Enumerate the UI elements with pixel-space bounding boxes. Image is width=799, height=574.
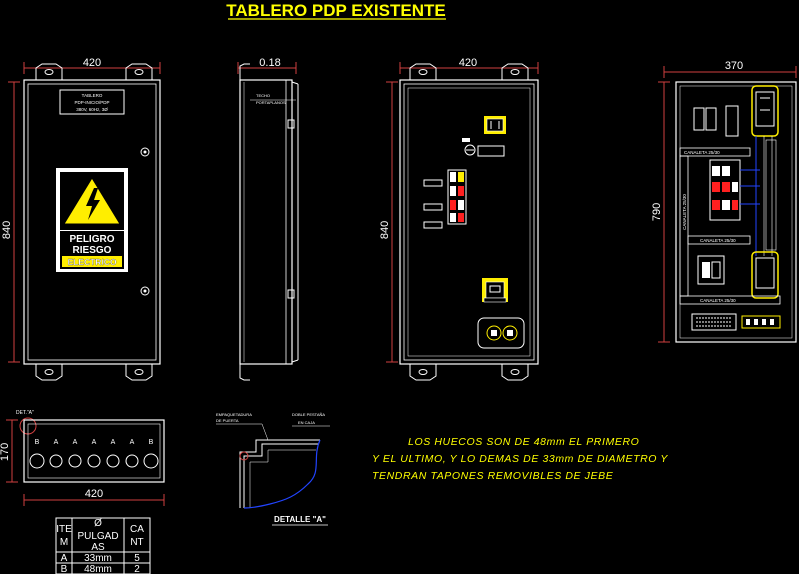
table-header-qty-2: NT xyxy=(130,537,143,548)
sign-line-3: ELECTRICO xyxy=(67,257,117,267)
table-cell-r0-c1: 33mm xyxy=(84,553,112,564)
inner-enclosure xyxy=(399,79,539,365)
side-callout-line-1: TECHO xyxy=(256,93,270,98)
bottom-width-dimension: 420 xyxy=(85,488,103,500)
detail-callout-left-1: EMPAQUETADURA xyxy=(216,412,252,417)
front-enclosure xyxy=(23,79,161,365)
hole-label: A xyxy=(92,439,97,446)
nameplate-line-3: 380V, 60Hz, 3Ø xyxy=(76,107,108,112)
table-header-diameter-1: PULGAD xyxy=(77,531,118,542)
table-cell-r1-c1: 48mm xyxy=(84,564,112,574)
side-callout-line-2: PORTAPLANOS xyxy=(256,100,286,105)
inner-view: 420 840 xyxy=(379,57,539,381)
side-enclosure xyxy=(239,79,293,365)
detail-callout-right-2: EN CAJA xyxy=(298,420,315,425)
plate-height-dimension: 790 xyxy=(651,203,663,221)
note-line-3: TENDRAN TAPONES REMOVIBLES DE JEBE xyxy=(372,470,614,482)
table-cell-r1-c2: 2 xyxy=(134,564,140,574)
bottom-height-dimension: 170 xyxy=(0,443,11,461)
table-header-item-2: M xyxy=(60,537,68,548)
knockout-hole-icon xyxy=(125,454,139,468)
table-header-diameter-2: AS xyxy=(91,542,105,553)
front-view: 420 840 TABLERO PDP-INICIO/PDP 380V, 60H… xyxy=(1,57,161,381)
front-height-dimension: 840 xyxy=(1,221,13,239)
nameplate-line-2: PDP-INICIO/PDP xyxy=(74,100,109,105)
table-cell-r1-c0: B xyxy=(61,564,68,574)
sign-line-1: PELIGRO xyxy=(69,234,114,245)
detail-a-view: EMPAQUETADURA DE PUERTA DOBLE PESTAÑA EN… xyxy=(216,412,330,526)
hole-label: B xyxy=(35,439,40,446)
hole-label: A xyxy=(130,439,135,446)
hole-label: A xyxy=(111,439,116,446)
knockout-hole-icon xyxy=(87,454,101,468)
side-view: 0.18 TECHO PORTAPLANOS xyxy=(237,57,299,381)
bottom-plate xyxy=(23,419,165,483)
inner-height-dimension: 840 xyxy=(379,221,391,239)
knockout-hole-icon xyxy=(29,453,45,469)
hole-label: A xyxy=(54,439,59,446)
duct-top-label: CANALETA 25/30 xyxy=(684,150,720,155)
table-header-item-1: ITE xyxy=(56,524,72,535)
front-nameplate xyxy=(59,89,125,115)
duct-vertical-label: CANALETA 25/30 xyxy=(682,194,687,230)
duct-bottom-label: CANALETA 25/30 xyxy=(700,298,736,303)
table-cell-r0-c0: A xyxy=(61,553,68,564)
note-line-1: LOS HUECOS SON DE 48mm EL PRIMERO xyxy=(408,436,639,448)
duct-mid-label: CANALETA 25/30 xyxy=(700,238,736,243)
lower-lock-icon xyxy=(140,286,150,296)
selector-switch-icon xyxy=(464,144,476,156)
plate-width-dimension: 370 xyxy=(725,60,743,72)
detail-callout-left-2: DE PUERTA xyxy=(216,418,239,423)
mounting-plate-view: 370 790 CANALETA 25/30 CANALETA 25/30 xyxy=(651,60,797,343)
detail-callout-right-1: DOBLE PESTAÑA xyxy=(292,412,325,417)
note-block: LOS HUECOS SON DE 48mm EL PRIMERO Y EL U… xyxy=(372,436,668,482)
bottom-view: DET."A" B A A A A A B 170 420 xyxy=(0,410,165,506)
sign-line-2: RIESGO xyxy=(73,245,112,256)
note-line-2: Y EL ULTIMO, Y LO DEMAS DE 33mm DE DIAME… xyxy=(372,453,668,465)
detail-a-label: DETALLE "A" xyxy=(274,515,326,524)
knockout-hole-icon xyxy=(49,454,63,468)
dual-outlet-icon xyxy=(477,317,525,349)
knockout-hole-icon xyxy=(143,453,159,469)
hole-table: ITE M Ø PULGAD AS CA NT A 33mm 5 B 48mm … xyxy=(55,517,151,574)
hole-label: B xyxy=(149,439,154,446)
knockout-hole-icon xyxy=(68,454,82,468)
inner-width-dimension: 420 xyxy=(459,57,477,69)
upper-lock-icon xyxy=(140,147,150,157)
knockout-hole-icon xyxy=(106,454,120,468)
side-depth-dimension: 0.18 xyxy=(259,57,280,69)
table-header-qty-1: CA xyxy=(130,524,144,535)
front-width-dimension: 420 xyxy=(83,57,101,69)
nameplate-line-1: TABLERO xyxy=(82,93,103,98)
mounting-plate xyxy=(675,81,797,343)
table-header-diameter-symbol: Ø xyxy=(94,518,102,529)
drawing-title: TABLERO PDP EXISTENTE xyxy=(226,1,445,20)
hole-label: A xyxy=(73,439,78,446)
detail-callout-label: DET."A" xyxy=(16,410,34,416)
table-cell-r0-c2: 5 xyxy=(134,553,140,564)
